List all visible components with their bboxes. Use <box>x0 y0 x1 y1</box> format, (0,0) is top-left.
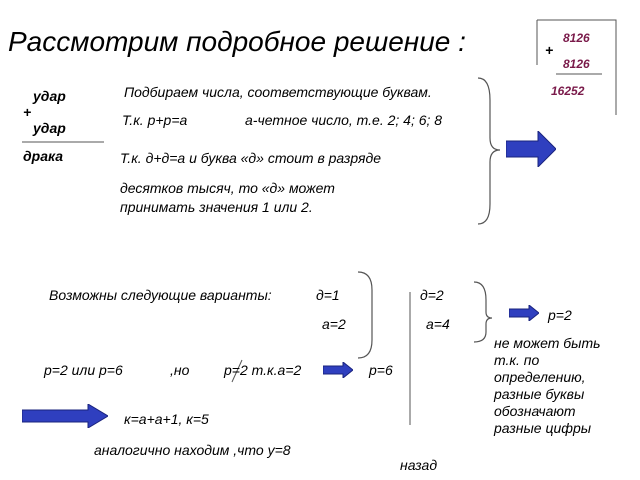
variants-note: не может быть т.к. по определению, разны… <box>494 335 600 437</box>
but-word: ,но <box>170 362 190 378</box>
p2-reason: р=2 т.к.а=2 <box>224 362 302 378</box>
box-bottom-number: 8126 <box>563 57 590 71</box>
variant-a2: а=2 <box>322 316 346 332</box>
intro-line-4: десятков тысяч, то «д» может <box>120 180 335 196</box>
arrow-right-small-icon-2 <box>323 362 353 378</box>
variant-d2: д=2 <box>420 287 444 303</box>
p2-strike <box>231 359 243 383</box>
note-line: определению, <box>494 369 586 385</box>
puzzle-word-2: удар <box>33 120 66 136</box>
variant-d1: д=1 <box>316 287 340 303</box>
arrow-right-small-icon <box>509 305 539 321</box>
puzzle-word-1: удар <box>33 88 66 104</box>
variant-p2: р=2 <box>548 307 572 323</box>
variants-brace-right <box>473 281 493 343</box>
box-sum-number: 16252 <box>551 84 585 98</box>
y-result: аналогично находим ,что у=8 <box>94 442 291 458</box>
k-formula: к=а+а+1, к=5 <box>124 411 209 427</box>
variants-brace-left <box>357 271 373 359</box>
puzzle-result: драка <box>23 148 64 164</box>
arrow-right-icon <box>506 131 556 167</box>
p-options: р=2 или р=6 <box>44 362 123 378</box>
page-title: Рассмотрим подробное решение : <box>8 26 466 57</box>
arrow-right-long-icon <box>22 404 108 428</box>
back-link[interactable]: назад <box>400 457 438 473</box>
box-plus-sign: + <box>545 42 554 58</box>
right-brace-large <box>477 77 501 225</box>
intro-line-5: принимать значения 1 или 2. <box>120 199 313 215</box>
puzzle-plus-sign: + <box>23 104 32 120</box>
variants-label: Возможны следующие варианты: <box>49 287 272 303</box>
note-line: т.к. по <box>494 352 540 368</box>
note-line: разные цифры <box>494 420 592 436</box>
note-line: обозначают <box>494 403 576 419</box>
note-line: разные буквы <box>494 386 585 402</box>
variant-a4: а=4 <box>426 316 450 332</box>
box-top-number: 8126 <box>563 31 590 45</box>
intro-line-2b: а-четное число, т.е. 2; 4; 6; 8 <box>245 112 443 128</box>
intro-line-3: Т.к. д+д=а и буква «д» стоит в разряде <box>120 150 382 166</box>
intro-line-1: Подбираем числа, соответствующие буквам. <box>124 84 432 100</box>
box-border-top-right <box>537 19 617 115</box>
intro-line-2a: Т.к. р+р=а <box>122 112 188 128</box>
note-line: не может быть <box>494 335 601 351</box>
p6-value: р=6 <box>369 362 393 378</box>
